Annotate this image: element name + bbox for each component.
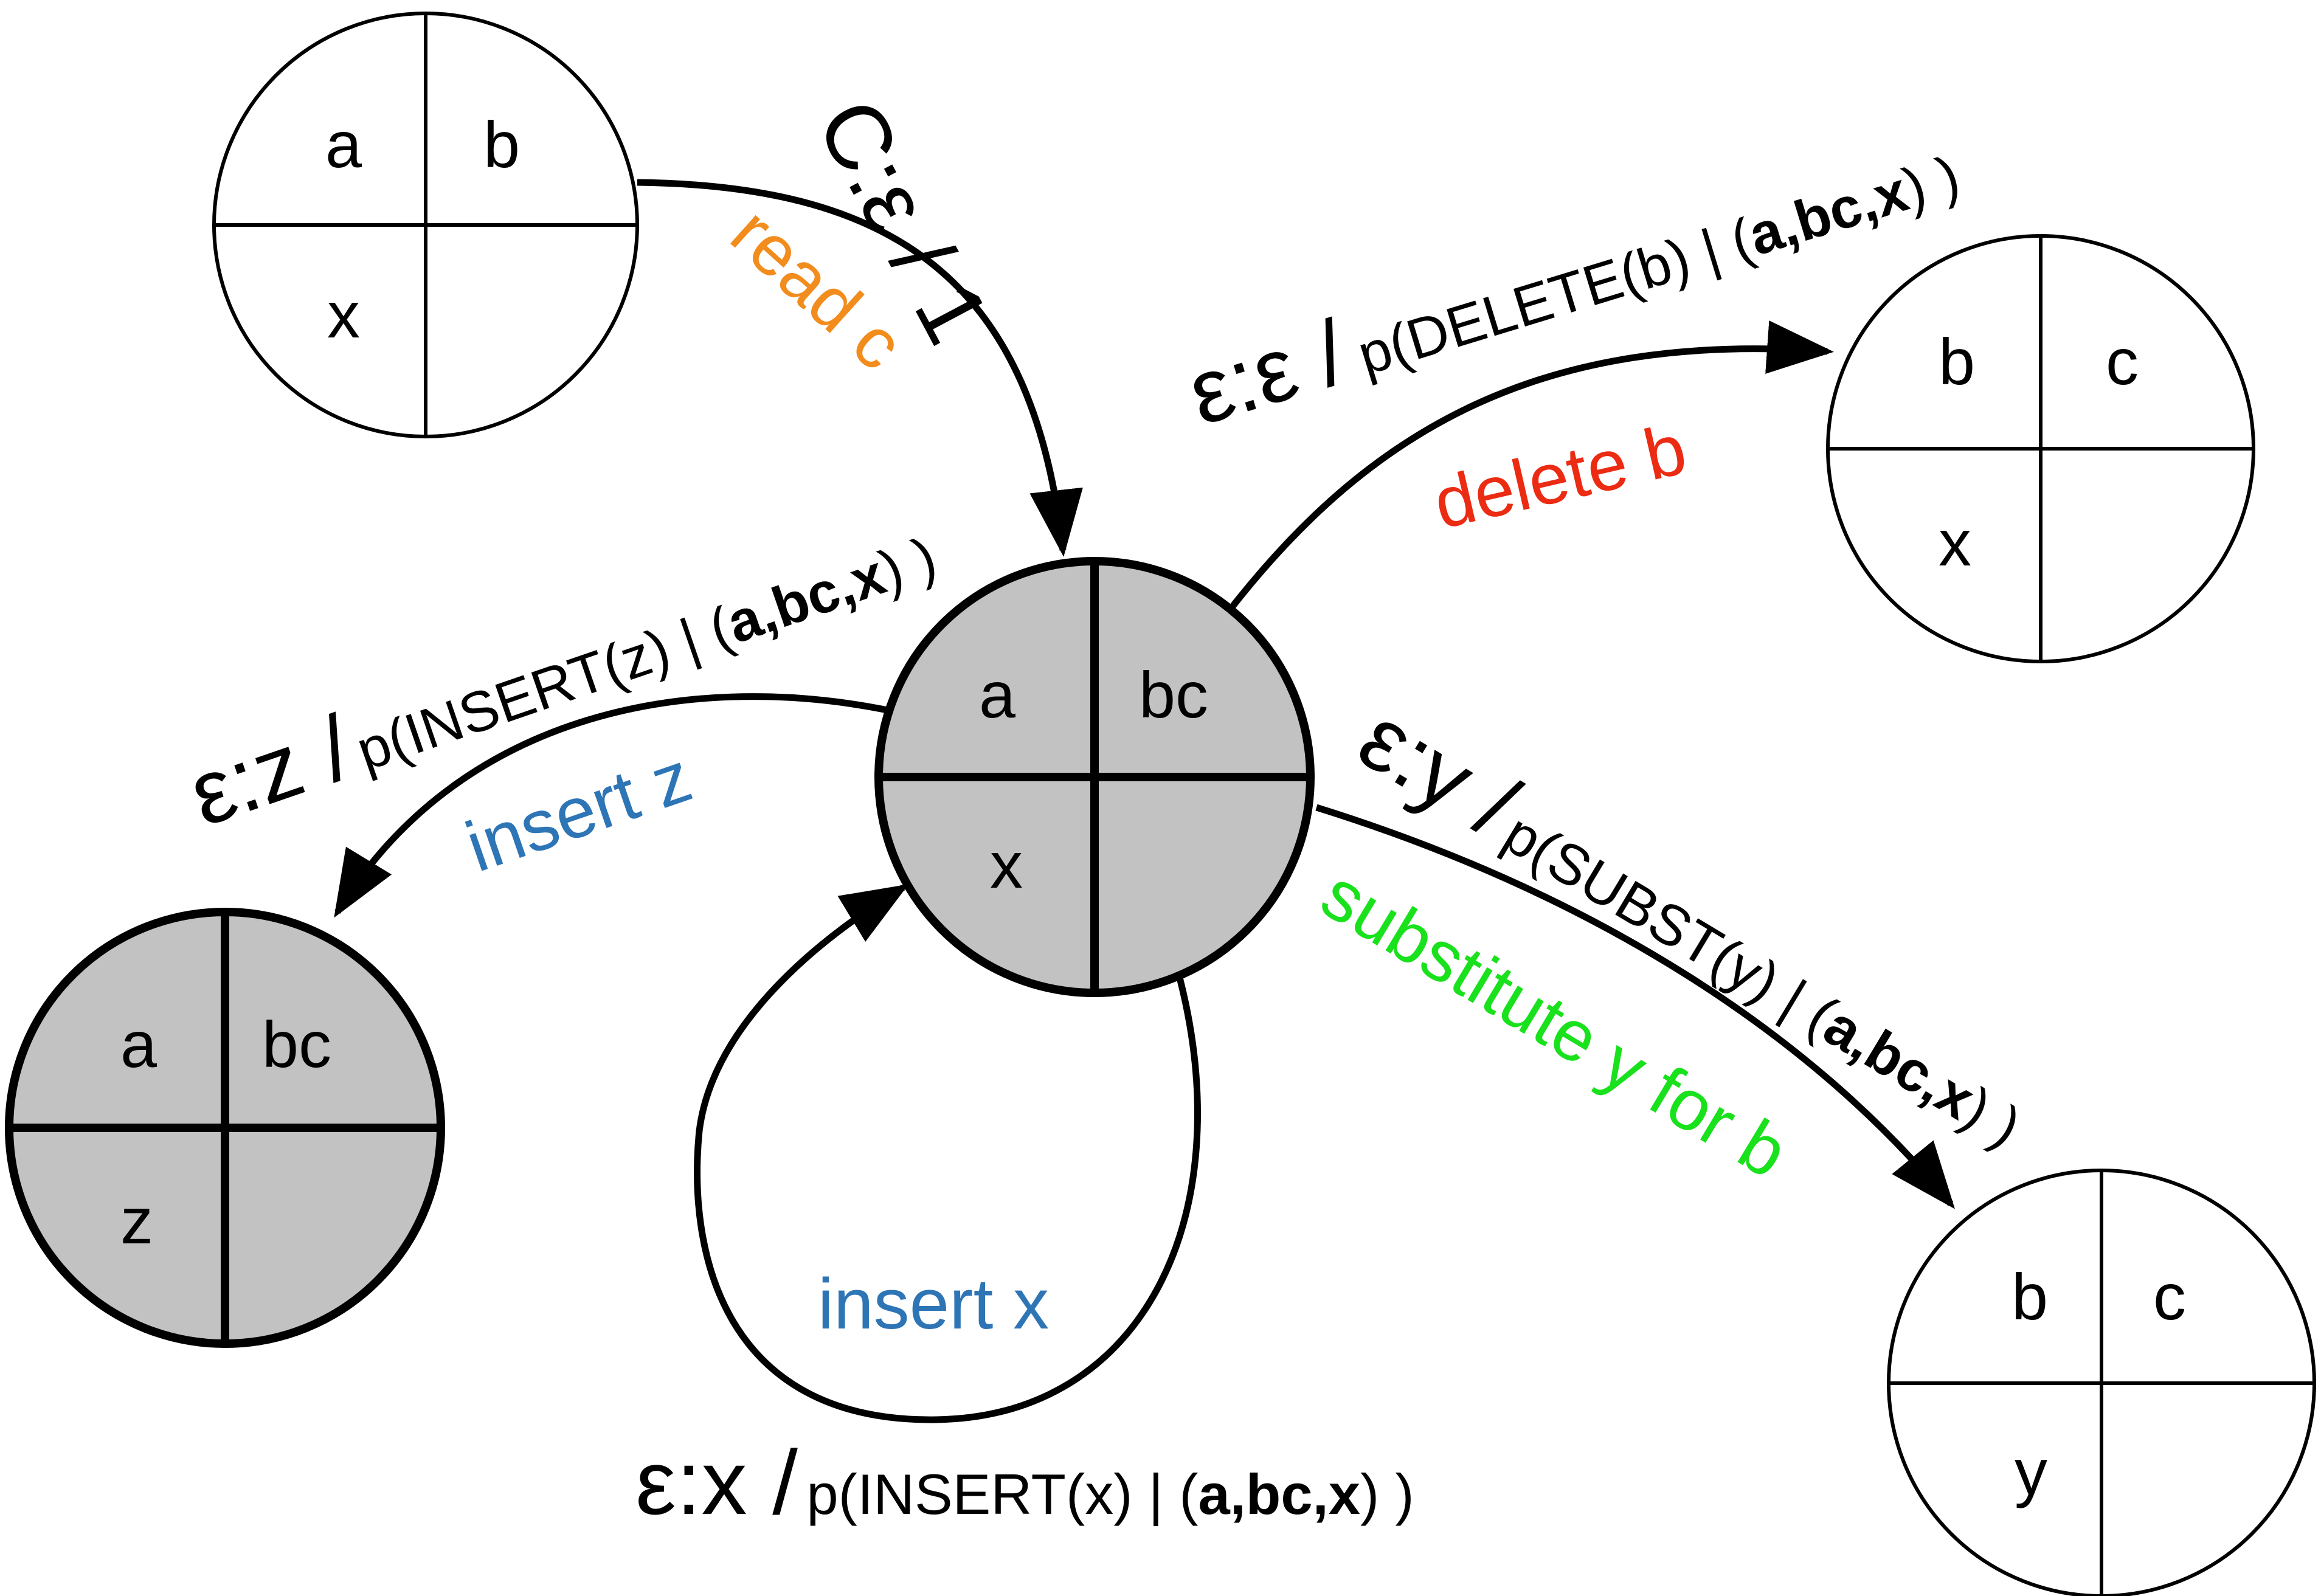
node-cell-a: a xyxy=(120,1007,157,1081)
node-top-right: b c x xyxy=(1826,234,2255,663)
node-cell-b: c xyxy=(2106,325,2139,398)
node-cell-b: bc xyxy=(262,1007,331,1081)
node-cell-c: y xyxy=(2015,1435,2047,1508)
node-top-left: a b x xyxy=(212,12,639,438)
node-cell-a: a xyxy=(979,658,1016,731)
node-cell-c: x xyxy=(990,828,1023,902)
node-cell-a: a xyxy=(325,108,362,181)
edge-delete-b xyxy=(1228,320,1834,610)
edge-insert-z xyxy=(334,693,889,918)
node-cell-c: z xyxy=(120,1184,153,1257)
edge-caption-delete: delete b xyxy=(1427,409,1693,544)
node-cell-a: b xyxy=(1939,325,1975,398)
node-left: a bc z xyxy=(5,908,445,1348)
node-cell-b: c xyxy=(2153,1260,2186,1333)
node-cell-a: b xyxy=(2011,1260,2048,1333)
edge-label-insert-x: ε:x / p(INSERT(x) | (a,bc,x) ) xyxy=(635,1431,1414,1533)
edge-caption-insert-x: insert x xyxy=(818,1264,1049,1344)
node-cell-c: x xyxy=(1939,506,1971,579)
node-center: a bc x xyxy=(874,557,1315,997)
node-bottom-right: b c y xyxy=(1887,1169,2316,1596)
edge-insert-x-loop xyxy=(694,884,1201,1423)
node-cell-c: x xyxy=(327,278,360,351)
edge-read-c xyxy=(637,179,1083,557)
edge-substitute xyxy=(1315,804,1955,1209)
node-cell-b: b xyxy=(483,108,520,181)
node-cell-b: bc xyxy=(1139,658,1208,731)
